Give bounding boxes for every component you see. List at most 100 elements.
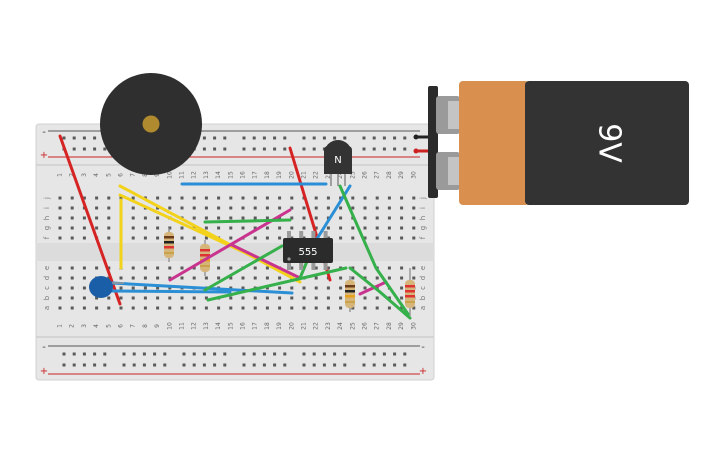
hole[interactable] [217, 216, 221, 220]
hole[interactable] [265, 276, 269, 280]
hole[interactable] [241, 286, 245, 290]
rail-hole[interactable] [213, 136, 217, 140]
rail-hole[interactable] [302, 136, 306, 140]
hole[interactable] [290, 226, 294, 230]
hole[interactable] [400, 276, 404, 280]
hole[interactable] [180, 196, 184, 200]
hole[interactable] [387, 306, 391, 310]
hole[interactable] [70, 276, 74, 280]
rail-hole[interactable] [372, 147, 376, 151]
hole[interactable] [400, 216, 404, 220]
hole[interactable] [400, 236, 404, 240]
hole[interactable] [265, 226, 269, 230]
hole[interactable] [253, 296, 257, 300]
hole[interactable] [204, 226, 208, 230]
hole[interactable] [375, 296, 379, 300]
hole[interactable] [58, 216, 62, 220]
hole[interactable] [107, 306, 111, 310]
hole[interactable] [180, 306, 184, 310]
hole[interactable] [302, 216, 306, 220]
rail-hole[interactable] [223, 147, 227, 151]
hole[interactable] [241, 296, 245, 300]
hole[interactable] [314, 206, 318, 210]
hole[interactable] [290, 216, 294, 220]
hole[interactable] [326, 266, 330, 270]
hole[interactable] [412, 236, 416, 240]
rail-hole[interactable] [362, 136, 366, 140]
hole[interactable] [375, 306, 379, 310]
rail-hole[interactable] [82, 363, 86, 367]
hole[interactable] [58, 206, 62, 210]
hole[interactable] [314, 296, 318, 300]
hole[interactable] [143, 226, 147, 230]
rail-hole[interactable] [62, 363, 66, 367]
hole[interactable] [107, 236, 111, 240]
hole[interactable] [290, 206, 294, 210]
rail-hole[interactable] [393, 363, 397, 367]
rail-hole[interactable] [223, 136, 227, 140]
rail-hole[interactable] [262, 136, 266, 140]
hole[interactable] [143, 266, 147, 270]
rail-hole[interactable] [393, 136, 397, 140]
capacitor[interactable] [89, 276, 124, 298]
hole[interactable] [82, 196, 86, 200]
hole[interactable] [82, 276, 86, 280]
wire-blue-2[interactable] [110, 281, 294, 295]
hole[interactable] [302, 206, 306, 210]
hole[interactable] [82, 286, 86, 290]
hole[interactable] [241, 206, 245, 210]
hole[interactable] [143, 306, 147, 310]
rail-hole[interactable] [382, 147, 386, 151]
rail-hole[interactable] [403, 147, 407, 151]
hole[interactable] [400, 306, 404, 310]
hole[interactable] [339, 296, 343, 300]
hole[interactable] [339, 216, 343, 220]
hole[interactable] [278, 196, 282, 200]
hole[interactable] [363, 266, 367, 270]
hole[interactable] [278, 206, 282, 210]
rail-hole[interactable] [103, 363, 107, 367]
rail-hole[interactable] [182, 352, 186, 356]
hole[interactable] [119, 306, 123, 310]
rail-hole[interactable] [302, 147, 306, 151]
hole[interactable] [314, 266, 318, 270]
hole[interactable] [107, 266, 111, 270]
hole[interactable] [375, 196, 379, 200]
rail-hole[interactable] [93, 352, 97, 356]
wire-yellow-1[interactable] [118, 184, 302, 284]
hole[interactable] [143, 216, 147, 220]
rail-hole[interactable] [62, 352, 66, 356]
hole[interactable] [387, 206, 391, 210]
hole[interactable] [412, 266, 416, 270]
hole[interactable] [241, 306, 245, 310]
rail-hole[interactable] [273, 136, 277, 140]
rail-hole[interactable] [283, 136, 287, 140]
rail-hole[interactable] [242, 136, 246, 140]
hole[interactable] [70, 306, 74, 310]
hole[interactable] [143, 286, 147, 290]
resistor-3[interactable] [345, 276, 355, 312]
hole[interactable] [70, 216, 74, 220]
rail-hole[interactable] [242, 363, 246, 367]
hole[interactable] [204, 276, 208, 280]
hole[interactable] [253, 226, 257, 230]
hole[interactable] [107, 206, 111, 210]
hole[interactable] [229, 266, 233, 270]
hole[interactable] [290, 286, 294, 290]
hole[interactable] [387, 296, 391, 300]
hole[interactable] [131, 226, 135, 230]
hole[interactable] [131, 266, 135, 270]
hole[interactable] [192, 206, 196, 210]
hole[interactable] [400, 206, 404, 210]
hole[interactable] [58, 266, 62, 270]
hole[interactable] [326, 196, 330, 200]
hole[interactable] [265, 296, 269, 300]
rail-hole[interactable] [223, 363, 227, 367]
hole[interactable] [119, 286, 123, 290]
hole[interactable] [180, 266, 184, 270]
hole[interactable] [58, 306, 62, 310]
rail-hole[interactable] [312, 147, 316, 151]
rail-hole[interactable] [202, 147, 206, 151]
hole[interactable] [82, 266, 86, 270]
hole[interactable] [375, 226, 379, 230]
